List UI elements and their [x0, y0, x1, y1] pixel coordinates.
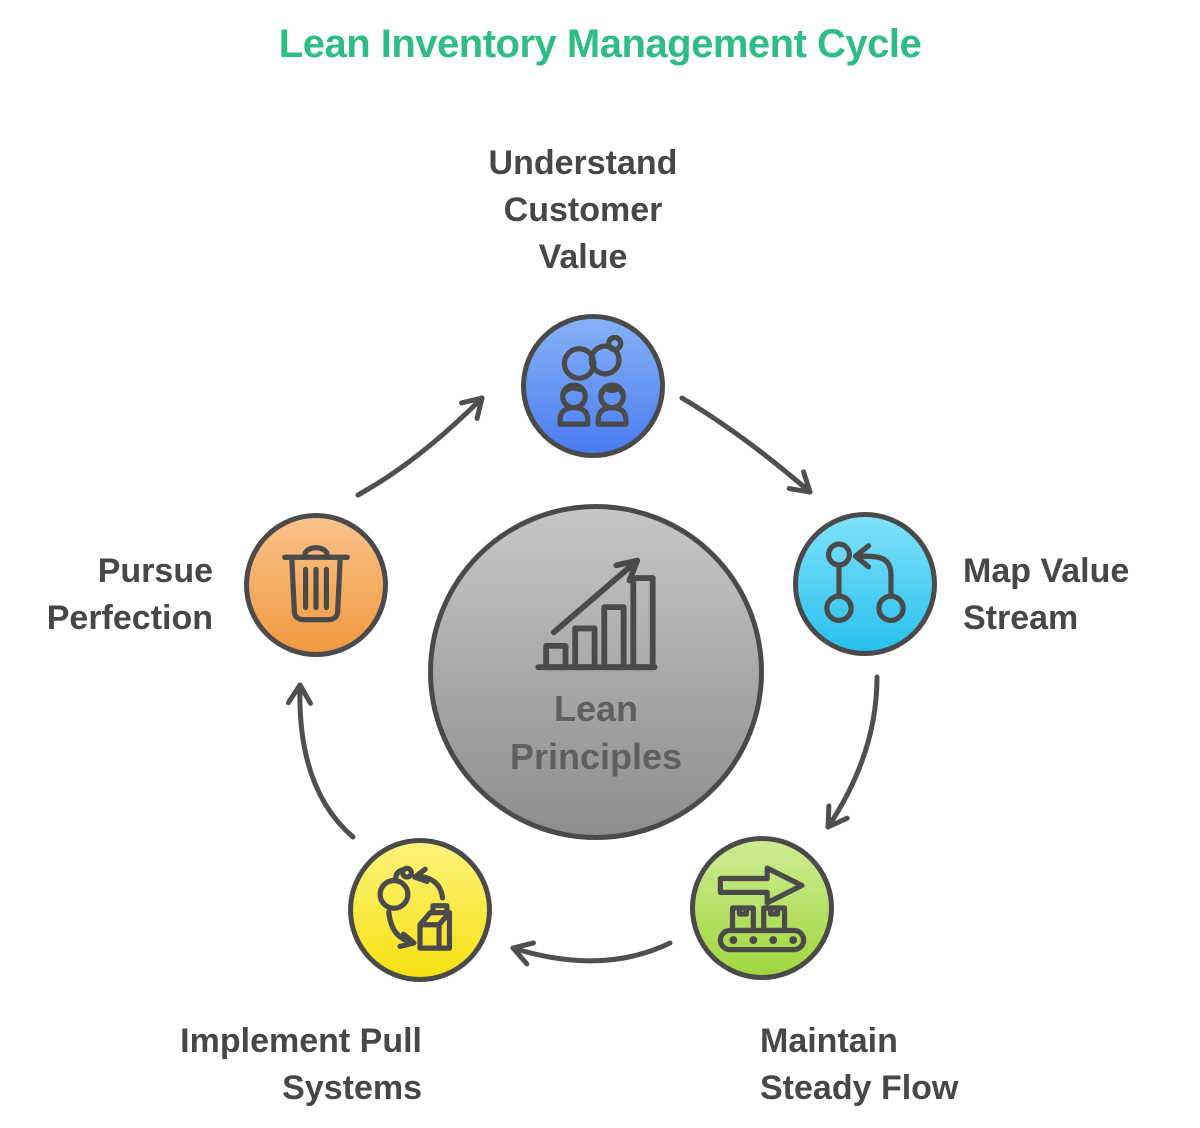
- trash-icon: [282, 545, 350, 623]
- center-circle: Lean Principles: [428, 504, 764, 840]
- arrow-perfection-to-value: [355, 395, 485, 498]
- diagram-title: Lean Inventory Management Cycle: [278, 22, 922, 66]
- pull-system-icon: [377, 865, 453, 951]
- value-stream-icon: [824, 541, 906, 623]
- label-map-value-stream: Map Value Stream: [963, 552, 1130, 637]
- step-circle-map-value-stream: [793, 512, 937, 656]
- label-maintain-steady-flow: Maintain Steady Flow: [760, 1022, 959, 1107]
- arrow-flow-to-pull: [510, 940, 673, 967]
- customers-icon: [557, 334, 629, 427]
- label-implement-pull-systems: Implement Pull Systems: [180, 1022, 422, 1107]
- arrow-value-to-stream: [679, 395, 813, 495]
- step-circle-maintain-steady-flow: [690, 836, 834, 980]
- arrow-pull-to-perfection: [285, 682, 356, 840]
- label-understand-customer-value: Understand Customer Value: [488, 144, 678, 276]
- conveyor-icon: [717, 865, 807, 953]
- label-pursue-perfection: Pursue Perfection: [46, 552, 213, 637]
- center-label: Lean Principles: [509, 688, 683, 777]
- step-circle-implement-pull-systems: [348, 838, 492, 982]
- growth-chart-icon: [534, 557, 658, 671]
- arrow-stream-to-flow: [825, 674, 880, 830]
- step-circle-pursue-perfection: [244, 513, 388, 657]
- step-circle-understand-customer-value: [521, 314, 665, 458]
